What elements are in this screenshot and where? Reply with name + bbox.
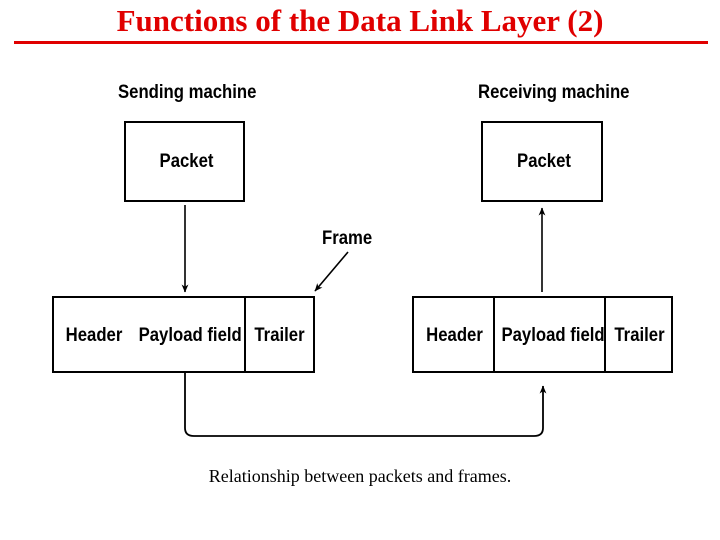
title-underline [14, 41, 708, 44]
sending-frame-trailer-label: Trailer [254, 325, 305, 346]
frame-callout-label: Frame [322, 228, 373, 249]
figure-caption: Relationship between packets and frames. [208, 466, 512, 486]
receiving-machine-label: Receiving machine [478, 82, 630, 103]
receiving-frame-payload-label: Payload field [501, 325, 605, 346]
sending-frame-divider-trailer [244, 298, 246, 371]
receiving-frame-header-label: Header [426, 325, 483, 346]
sending-frame-box: Header Payload field Trailer [52, 296, 315, 373]
sending-frame-header-label: Header [65, 325, 123, 346]
receiving-frame-trailer-label: Trailer [614, 325, 665, 346]
frame-label-pointer-arrow [314, 251, 349, 292]
sending-frame-payload-label: Payload field [138, 325, 242, 346]
receiving-packet-label: Packet [517, 151, 571, 172]
receiving-packet-box: Packet [481, 121, 603, 202]
frame-to-frame-transmission-arrow [184, 373, 547, 437]
sending-machine-label: Sending machine [118, 82, 257, 103]
receiving-frame-box: Header Payload field Trailer [412, 296, 673, 373]
receiving-frame-divider-header [493, 298, 495, 371]
sending-packet-box: Packet [124, 121, 245, 202]
sending-packet-label: Packet [159, 151, 214, 172]
receiving-frame-divider-trailer [604, 298, 606, 371]
page-title: Functions of the Data Link Layer (2) [116, 3, 604, 38]
